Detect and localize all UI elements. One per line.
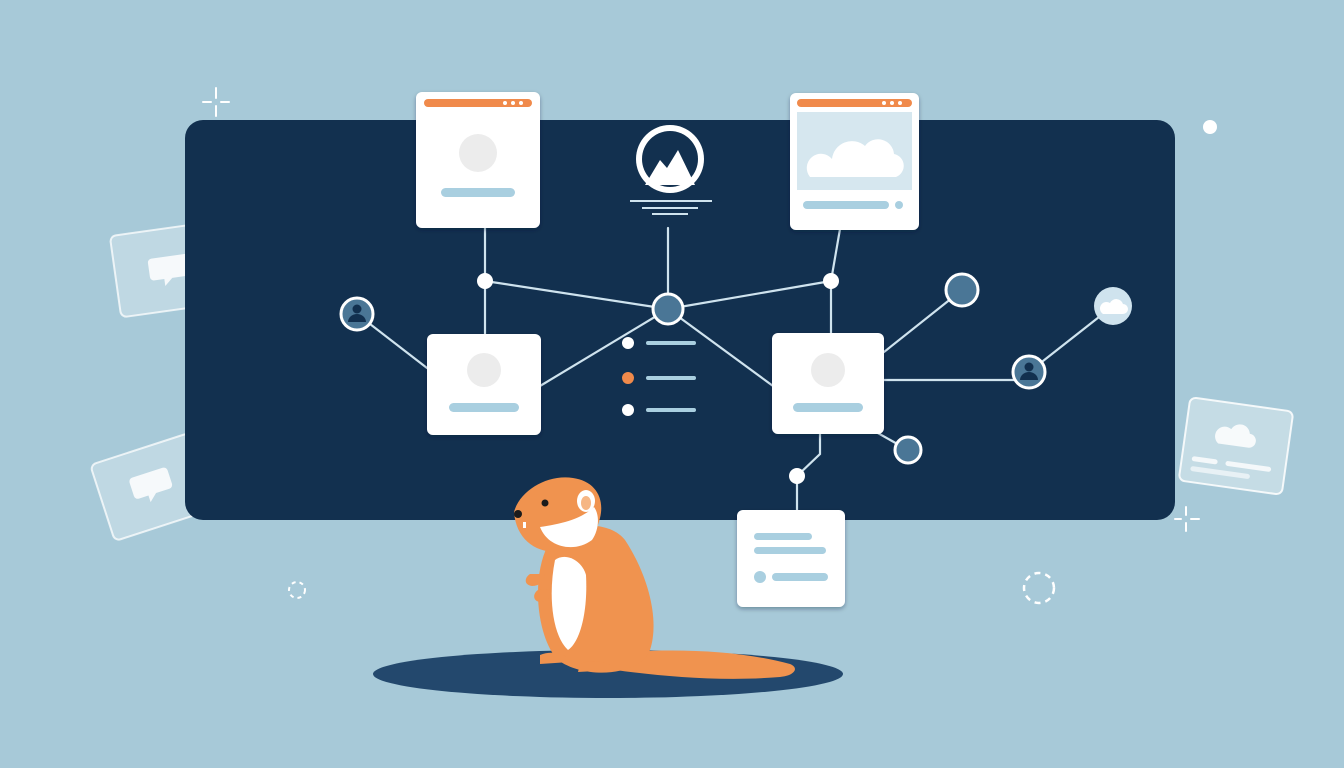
cloud-icon (806, 139, 904, 177)
connection-line (666, 279, 833, 311)
junctions (477, 273, 839, 484)
user-icon (1020, 362, 1038, 380)
dot-decoration (1203, 120, 1217, 134)
chat-bubble-icon (129, 467, 173, 503)
sparkle-icon (1174, 506, 1200, 532)
sparkle-icon (202, 87, 230, 117)
floating-cloud-card (1178, 396, 1294, 496)
connection-line (538, 307, 670, 388)
mountain-logo (630, 125, 712, 215)
user-node (339, 296, 375, 332)
dashed-circle-decoration (1022, 571, 1056, 605)
list-bullet (622, 337, 634, 349)
chat-bubble-icon (147, 253, 192, 286)
mascot-belly (551, 556, 587, 650)
connection-line (795, 432, 822, 512)
avatar-placeholder (459, 134, 497, 172)
mascot-ear (581, 496, 591, 510)
junction-dot (823, 273, 839, 289)
prairie-dog-mascot (514, 477, 795, 679)
empty-node (944, 272, 980, 308)
list-line (646, 408, 696, 412)
mascot-tooth (523, 522, 526, 528)
mascot-foot (578, 661, 614, 672)
user-icon (348, 304, 366, 322)
mascot-nose (514, 510, 522, 518)
list-legend (622, 337, 696, 416)
cloud-icon (1215, 424, 1256, 448)
central-hub-node (651, 292, 685, 326)
window-card-cloud (790, 93, 919, 230)
connection-line (483, 279, 670, 311)
empty-node (893, 435, 923, 465)
mascot-foot (540, 652, 570, 664)
background-sparkles (202, 87, 1217, 605)
cloud-icon (1099, 299, 1128, 314)
list-bullet (622, 372, 634, 384)
mascot-paw (534, 589, 551, 602)
list-line (646, 376, 696, 380)
list-bullet (622, 404, 634, 416)
mountain-logo-icon (645, 150, 695, 185)
connection-line (666, 307, 775, 388)
avatar-placeholder (467, 353, 501, 387)
mascot-tail (615, 650, 795, 679)
dashed-circle-decoration (288, 581, 306, 599)
mascot-cheek (540, 507, 598, 548)
connection-line (829, 227, 842, 283)
profile-card-left (427, 334, 541, 435)
junction-dot (789, 468, 805, 484)
mascot-eye (541, 499, 549, 507)
profile-card-right (772, 333, 884, 434)
cloud-node (1094, 287, 1132, 325)
avatar-placeholder (811, 353, 845, 387)
user-node (1011, 354, 1047, 390)
window-card-profile (416, 92, 540, 228)
junction-dot (477, 273, 493, 289)
list-line (646, 341, 696, 345)
bottom-list-card (737, 510, 845, 607)
mascot-paw (525, 574, 545, 586)
